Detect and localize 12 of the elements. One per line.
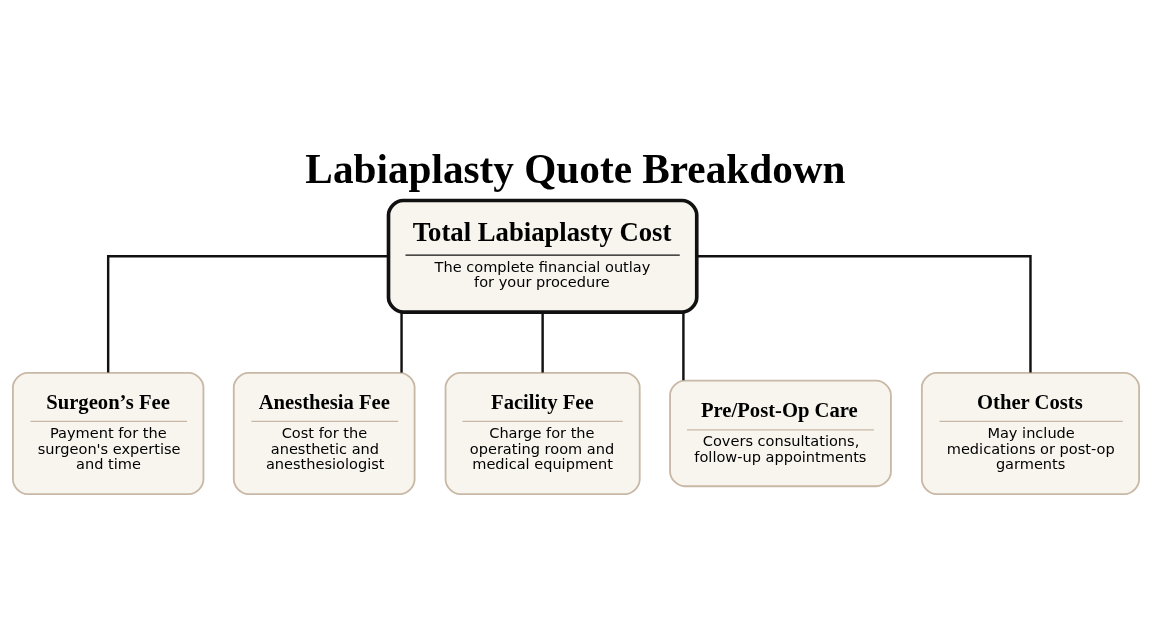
diagram-title: Labiaplasty Quote Breakdown	[305, 145, 846, 192]
node-box: Other Costs May include medications or post-op garments	[920, 371, 1140, 496]
connector	[400, 312, 403, 373]
node-box: Pre/Post-Op Care Covers consultations, follow-up appointments	[669, 379, 892, 488]
connector	[541, 312, 544, 373]
connector	[682, 312, 685, 381]
connector	[697, 255, 1032, 373]
connector	[106, 255, 389, 373]
node-box: Facility Fee Charge for the operating room and medical equipment	[444, 371, 641, 496]
node-box: Anesthesia Fee Cost for the anesthetic and anesthesiologist	[232, 371, 416, 496]
node-box: Surgeon’s Fee Payment for the surgeon's expertise and time	[12, 371, 205, 496]
node-box: Total Labiaplasty Cost The complete financial outlay for your procedure	[386, 198, 699, 314]
